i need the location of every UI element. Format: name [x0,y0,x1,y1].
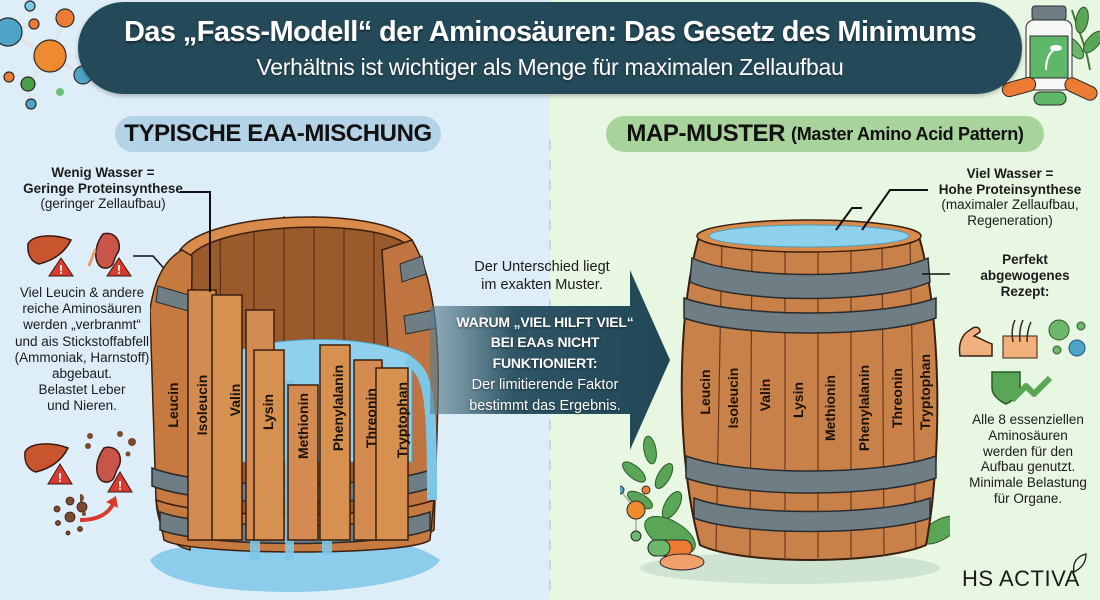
benefit-line: Aufbau genutzt. [980,459,1076,475]
right-arrow-icon [430,270,670,450]
right-section-subtitle: (Master Amino Acid Pattern) [791,123,1024,144]
skin-hair-icon [1002,320,1038,359]
arrow-heading: WARUM „VIEL HILFT VIEL“ [456,314,634,330]
right-callout-leader-line [861,189,928,231]
stave-label-valin: Valin [757,378,773,412]
stave-label-methionin: Methionin [822,374,838,442]
recipe-line: Rezept: [1000,283,1050,299]
benefit-line: Alle 8 essenziellen [972,412,1084,427]
organ-text-line: abgebaut. [51,365,113,381]
organ-text-line: und ais Stickstoffabfell [14,333,150,349]
kidney-warning-icon: ! [87,232,132,277]
stave-label-threonin: Threonin [363,388,379,448]
benefit-line: Minimale Belastung [969,475,1087,491]
stave-label-phenylalanin: Phenylalanin [330,364,346,452]
right-section-label: MAP-MUSTER (Master Amino Acid Pattern) [606,116,1044,152]
cells-icon [1048,319,1086,357]
liver-warning-icon: ! [27,235,74,277]
stave-label-tryptophan: Tryptophan [394,381,410,459]
stave-label-tryptophan: Tryptophan [917,353,933,431]
benefit-line: Aminosäuren [988,427,1068,443]
arrow-body: Der limitierende Faktor [471,376,619,393]
arrow-body: bestimmt das Ergebnis. [469,398,621,415]
kidney-waste-icon: ! [80,431,136,522]
stave-label-methionin: Methionin [295,392,311,460]
callout-line: Hohe Proteinsynthese [938,181,1082,197]
callout-line: Geringe Proteinsynthese [23,180,183,196]
arrow-text: WARUM „VIEL HILFT VIEL“ BEI EAAs NICHT F… [440,312,650,416]
callout-line: Regeneration) [967,212,1053,228]
callout-line: (maximaler Zellaufbau, [941,197,1079,213]
left-water-callout: Wenig Wasser = Geringe Proteinsynthese (… [18,165,188,212]
organ-text-line: und Nieren. [47,398,117,414]
left-organ-text: Viel Leucin & andere reiche Aminosäuren … [2,285,162,415]
svg-text:!: ! [117,262,121,277]
stave-label-isoleucin: Isoleucin [725,367,741,429]
liver-waste-icon: ! [24,443,73,485]
stave-label-phenylalanin: Phenylalanin [856,364,872,452]
shield-check-icon [991,371,1052,405]
logo-part: HS [962,566,994,591]
benefit-line: für Organe. [993,490,1063,506]
stave-label-leucin: Leucin [165,382,181,428]
leaf-logo-icon [1072,553,1087,573]
center-top-text: Der Unterschied liegt im exakten Muster. [462,258,622,294]
right-benefit-text: Alle 8 essenziellen Aminosäuren werden f… [963,412,1093,507]
right-water-callout: Viel Wasser = Hohe Proteinsynthese (maxi… [925,166,1095,228]
stave-label-valin: Valin [227,383,243,417]
page-subtitle: Verhältnis ist wichtiger als Menge für m… [256,54,844,80]
recipe-line: abgewogenes [980,267,1070,283]
logo-part: ACTIVA [998,566,1080,591]
callout-line: Viel Wasser = [966,166,1054,181]
right-barrel-full [620,207,950,584]
muscle-icon [958,326,993,357]
stave-label-lysin: Lysin [260,393,276,431]
header-banner: Das „Fass-Modell“ der Aminosäuren: Das G… [78,2,1022,94]
organ-text-line: Viel Leucin & andere [19,285,145,300]
center-text-line: Der Unterschied liegt [474,259,610,275]
center-text-line: im exakten Muster. [481,277,603,294]
organ-text-line: (Ammoniak, Harnstoff) [14,349,150,365]
arrow-heading: BEI EAAs NICHT FUNKTIONIERT: [490,334,600,371]
svg-text:!: ! [59,262,63,277]
stave-label-lysin: Lysin [790,381,806,419]
organ-text-line: werden „verbranmt“ [23,317,141,333]
callout-line: Wenig Wasser = [51,165,155,180]
svg-text:!: ! [58,470,62,485]
callout-line: (geringer Zellaufbau) [40,196,166,212]
benefit-line: werden für den [982,443,1074,459]
supplement-bottle-icon [1001,5,1100,106]
organ-text-line: reiche Aminosäuren [22,301,142,317]
left-barrel-broken [150,200,440,592]
stave-label-leucin: Leucin [697,369,713,415]
left-section-title: TYPISCHE EAA-MISCHUNG [124,120,432,147]
page-title: Das „Fass-Modell“ der Aminosäuren: Das G… [123,16,977,48]
right-section-title: MAP-MUSTER [626,120,786,147]
svg-text:!: ! [118,478,122,493]
brand-logo: HS ACTIVA [962,566,1080,592]
waste-particles-icon [53,496,88,536]
recipe-line: Perfekt [1002,252,1048,267]
recipe-label: Perfekt abgewogenes Rezept: [975,252,1075,300]
left-section-label: TYPISCHE EAA-MISCHUNG [115,116,441,152]
organ-text-line: Belastet Leber [38,382,126,398]
stave-label-isoleucin: Isoleucin [194,374,210,436]
stave-label-threonin: Threonin [889,368,905,428]
